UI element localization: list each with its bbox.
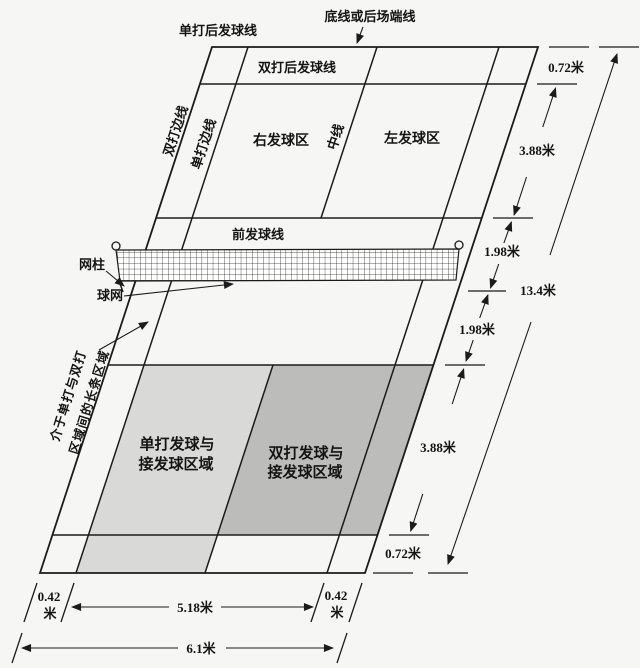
net-post-label: 网柱	[79, 257, 105, 272]
dim-side-alley-left-value: 0.42	[38, 589, 61, 604]
tick-total-width-left	[11, 632, 23, 664]
back-boundary-line-label: 底线或后场端线	[324, 9, 415, 24]
left-service-court-label: 左发球区	[383, 130, 440, 147]
tick-singles-sideline-left	[60, 582, 75, 623]
tick-singles-sideline-right	[310, 582, 325, 623]
arrow-198top-down	[489, 263, 500, 289]
dim-front-court-top: 1.98米	[484, 244, 521, 259]
pointer-arrows	[98, 26, 364, 351]
doubles-long-service-line-label: 双打后发球线	[258, 60, 336, 75]
right-service-court-label: 右发球区	[252, 132, 309, 149]
dimension-arrows-right	[409, 53, 618, 565]
arrow-198top-up	[503, 221, 513, 244]
court-lines	[38, 46, 540, 574]
arrow-total-length-up	[549, 53, 618, 256]
arrow-total-length-down	[447, 321, 532, 565]
net-group	[111, 240, 464, 293]
net-post-right-icon	[454, 240, 464, 250]
net-pointer-arrow	[123, 280, 235, 297]
short-service-line-label: 前发球线	[232, 227, 284, 242]
singles-sideline-left	[75, 46, 249, 574]
court-boundary	[38, 46, 540, 574]
dimension-ticks-right	[373, 46, 639, 574]
net-label: 球网	[97, 288, 123, 303]
arrow-388top-down	[513, 176, 528, 216]
arrow-388top-up	[542, 87, 557, 128]
doubles-service-area	[218, 365, 434, 535]
singles-service-area-label-line1: 单打发球与	[139, 435, 214, 453]
dim-side-alley-right-value: 0.42	[325, 588, 348, 603]
net-band	[115, 248, 460, 282]
arrow-198bottom-up	[479, 294, 489, 319]
center-line-far	[320, 46, 378, 219]
dim-back-alley-top: 0.72米	[548, 60, 585, 75]
singles-long-service-line-label: 单打后发球线	[179, 23, 257, 38]
singles-service-area-label-line2: 接发球区域	[138, 455, 213, 473]
singles-service-area	[76, 365, 273, 573]
dim-court-length-total: 13.4米	[520, 283, 557, 298]
tick-doubles-sideline-right	[348, 582, 363, 623]
service-areas	[76, 365, 434, 573]
dim-singles-width: 5.18米	[177, 600, 214, 615]
doubles-service-area-label-line2: 接发球区域	[267, 463, 342, 481]
dim-rear-court-bottom: 3.88米	[420, 440, 457, 455]
dim-front-court-bottom: 1.98米	[459, 322, 496, 337]
dim-court-width-total: 6.1米	[186, 641, 216, 656]
center-line-near	[204, 364, 274, 574]
arrow-388bottom-up	[451, 368, 465, 405]
dimension-labels: 0.72米 3.88米 1.98米 13.4米 1.98米 3.88米 0.72…	[38, 60, 585, 656]
arrow-198bottom-down	[465, 339, 474, 362]
arrow-388bottom-down	[409, 493, 424, 532]
dimension-bottom	[11, 582, 363, 664]
dim-rear-court-top: 3.88米	[519, 143, 556, 158]
tick-doubles-sideline-left	[23, 582, 38, 623]
back-boundary-pointer-arrow	[356, 26, 364, 44]
singles-sideline-right	[326, 46, 500, 574]
alley-pointer-arrow	[98, 321, 149, 351]
dim-side-alley-right-unit: 米	[330, 605, 344, 620]
doubles-service-area-label-line1: 双打发球与	[268, 444, 343, 462]
net-post-pointer-arrow	[105, 270, 125, 287]
tick-total-width-right	[336, 632, 348, 664]
dim-back-alley-bottom: 0.72米	[385, 546, 422, 561]
dim-side-alley-left-unit: 米	[43, 606, 57, 621]
net-post-left-icon	[111, 241, 121, 251]
